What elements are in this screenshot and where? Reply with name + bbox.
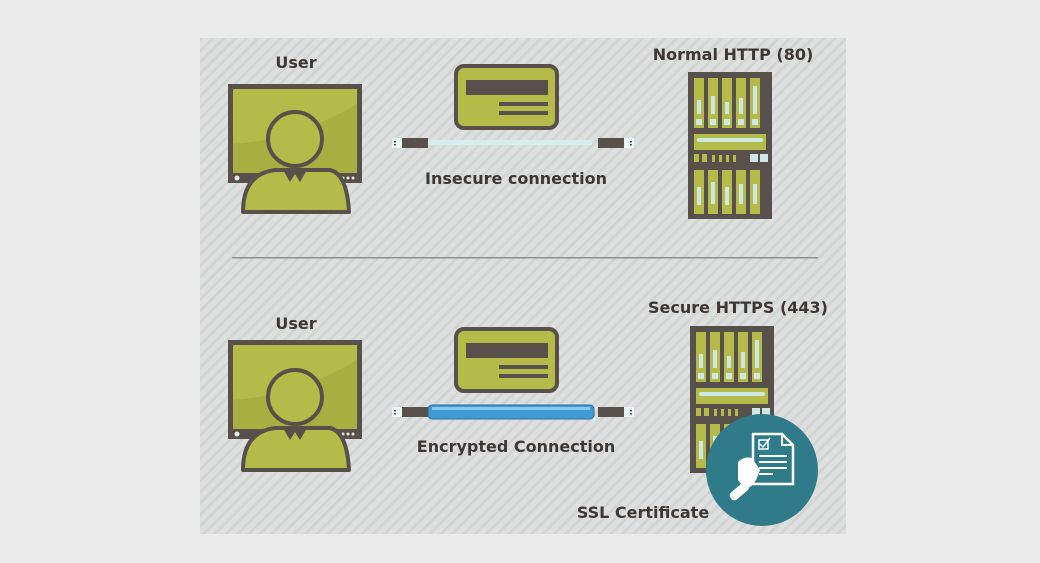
certificate-document-icon <box>751 432 795 486</box>
secure-section: User Encrypted Connection Secure HTTPS (… <box>228 298 828 526</box>
server-label: Secure HTTPS (443) <box>648 298 828 317</box>
server-icon <box>688 72 772 219</box>
ssl-certificate-label: SSL Certificate <box>577 503 710 522</box>
credit-card-icon <box>454 64 559 130</box>
divider <box>232 257 818 259</box>
ssl-certificate-badge <box>706 414 818 526</box>
insecure-cable-icon <box>392 138 634 148</box>
credit-card-icon <box>454 327 559 393</box>
server-label: Normal HTTP (80) <box>653 45 814 64</box>
insecure-section: User Insecure connection Normal HTTP (80… <box>228 45 813 219</box>
user-label: User <box>275 314 316 333</box>
encrypted-cable-icon <box>392 404 634 420</box>
hand-icon <box>729 457 760 501</box>
connection-label: Encrypted Connection <box>417 437 615 456</box>
connection-label: Insecure connection <box>425 169 607 188</box>
user-label: User <box>275 53 316 72</box>
